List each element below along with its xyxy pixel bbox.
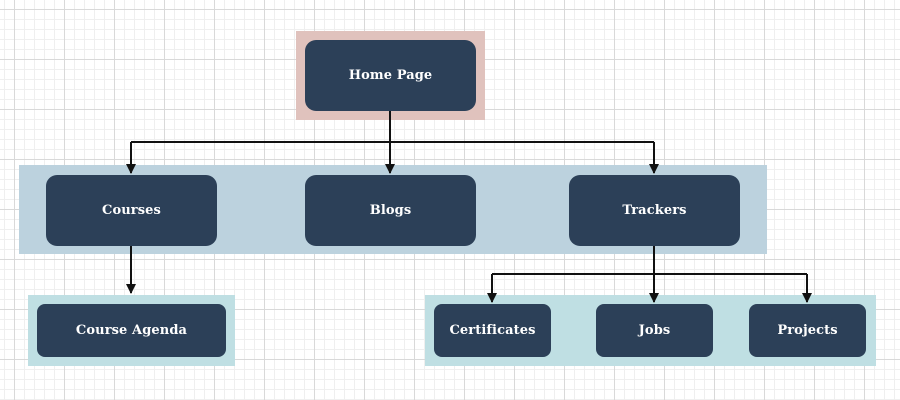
node-courses[interactable]: Courses xyxy=(46,175,217,246)
node-course-agenda-label: Course Agenda xyxy=(75,323,188,338)
node-projects[interactable]: Projects xyxy=(749,304,866,357)
node-courses-label: Courses xyxy=(102,203,161,218)
node-home-page[interactable]: Home Page xyxy=(305,40,476,111)
node-jobs[interactable]: Jobs xyxy=(596,304,713,357)
node-blogs[interactable]: Blogs xyxy=(305,175,476,246)
node-blogs-label: Blogs xyxy=(369,203,412,218)
node-trackers-label: Trackers xyxy=(622,203,687,218)
node-jobs-label: Jobs xyxy=(638,323,671,338)
node-certificates-label: Certificates xyxy=(449,323,536,338)
node-home-page-label: Home Page xyxy=(348,68,433,83)
node-course-agenda[interactable]: Course Agenda xyxy=(37,304,226,357)
node-certificates[interactable]: Certificates xyxy=(434,304,551,357)
node-projects-label: Projects xyxy=(777,323,838,338)
node-trackers[interactable]: Trackers xyxy=(569,175,740,246)
